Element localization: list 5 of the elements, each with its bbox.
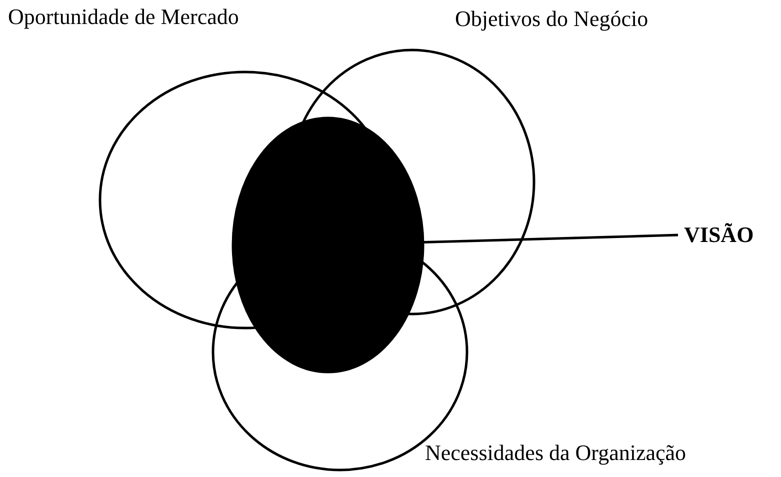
circle-label: Necessidades da Organização <box>425 440 686 466</box>
vision-label: VISÃO <box>684 222 754 248</box>
circle-label: Objetivos do Negócio <box>455 6 648 32</box>
leader-line <box>422 234 678 244</box>
circle-label: Oportunidade de Mercado <box>8 4 239 30</box>
